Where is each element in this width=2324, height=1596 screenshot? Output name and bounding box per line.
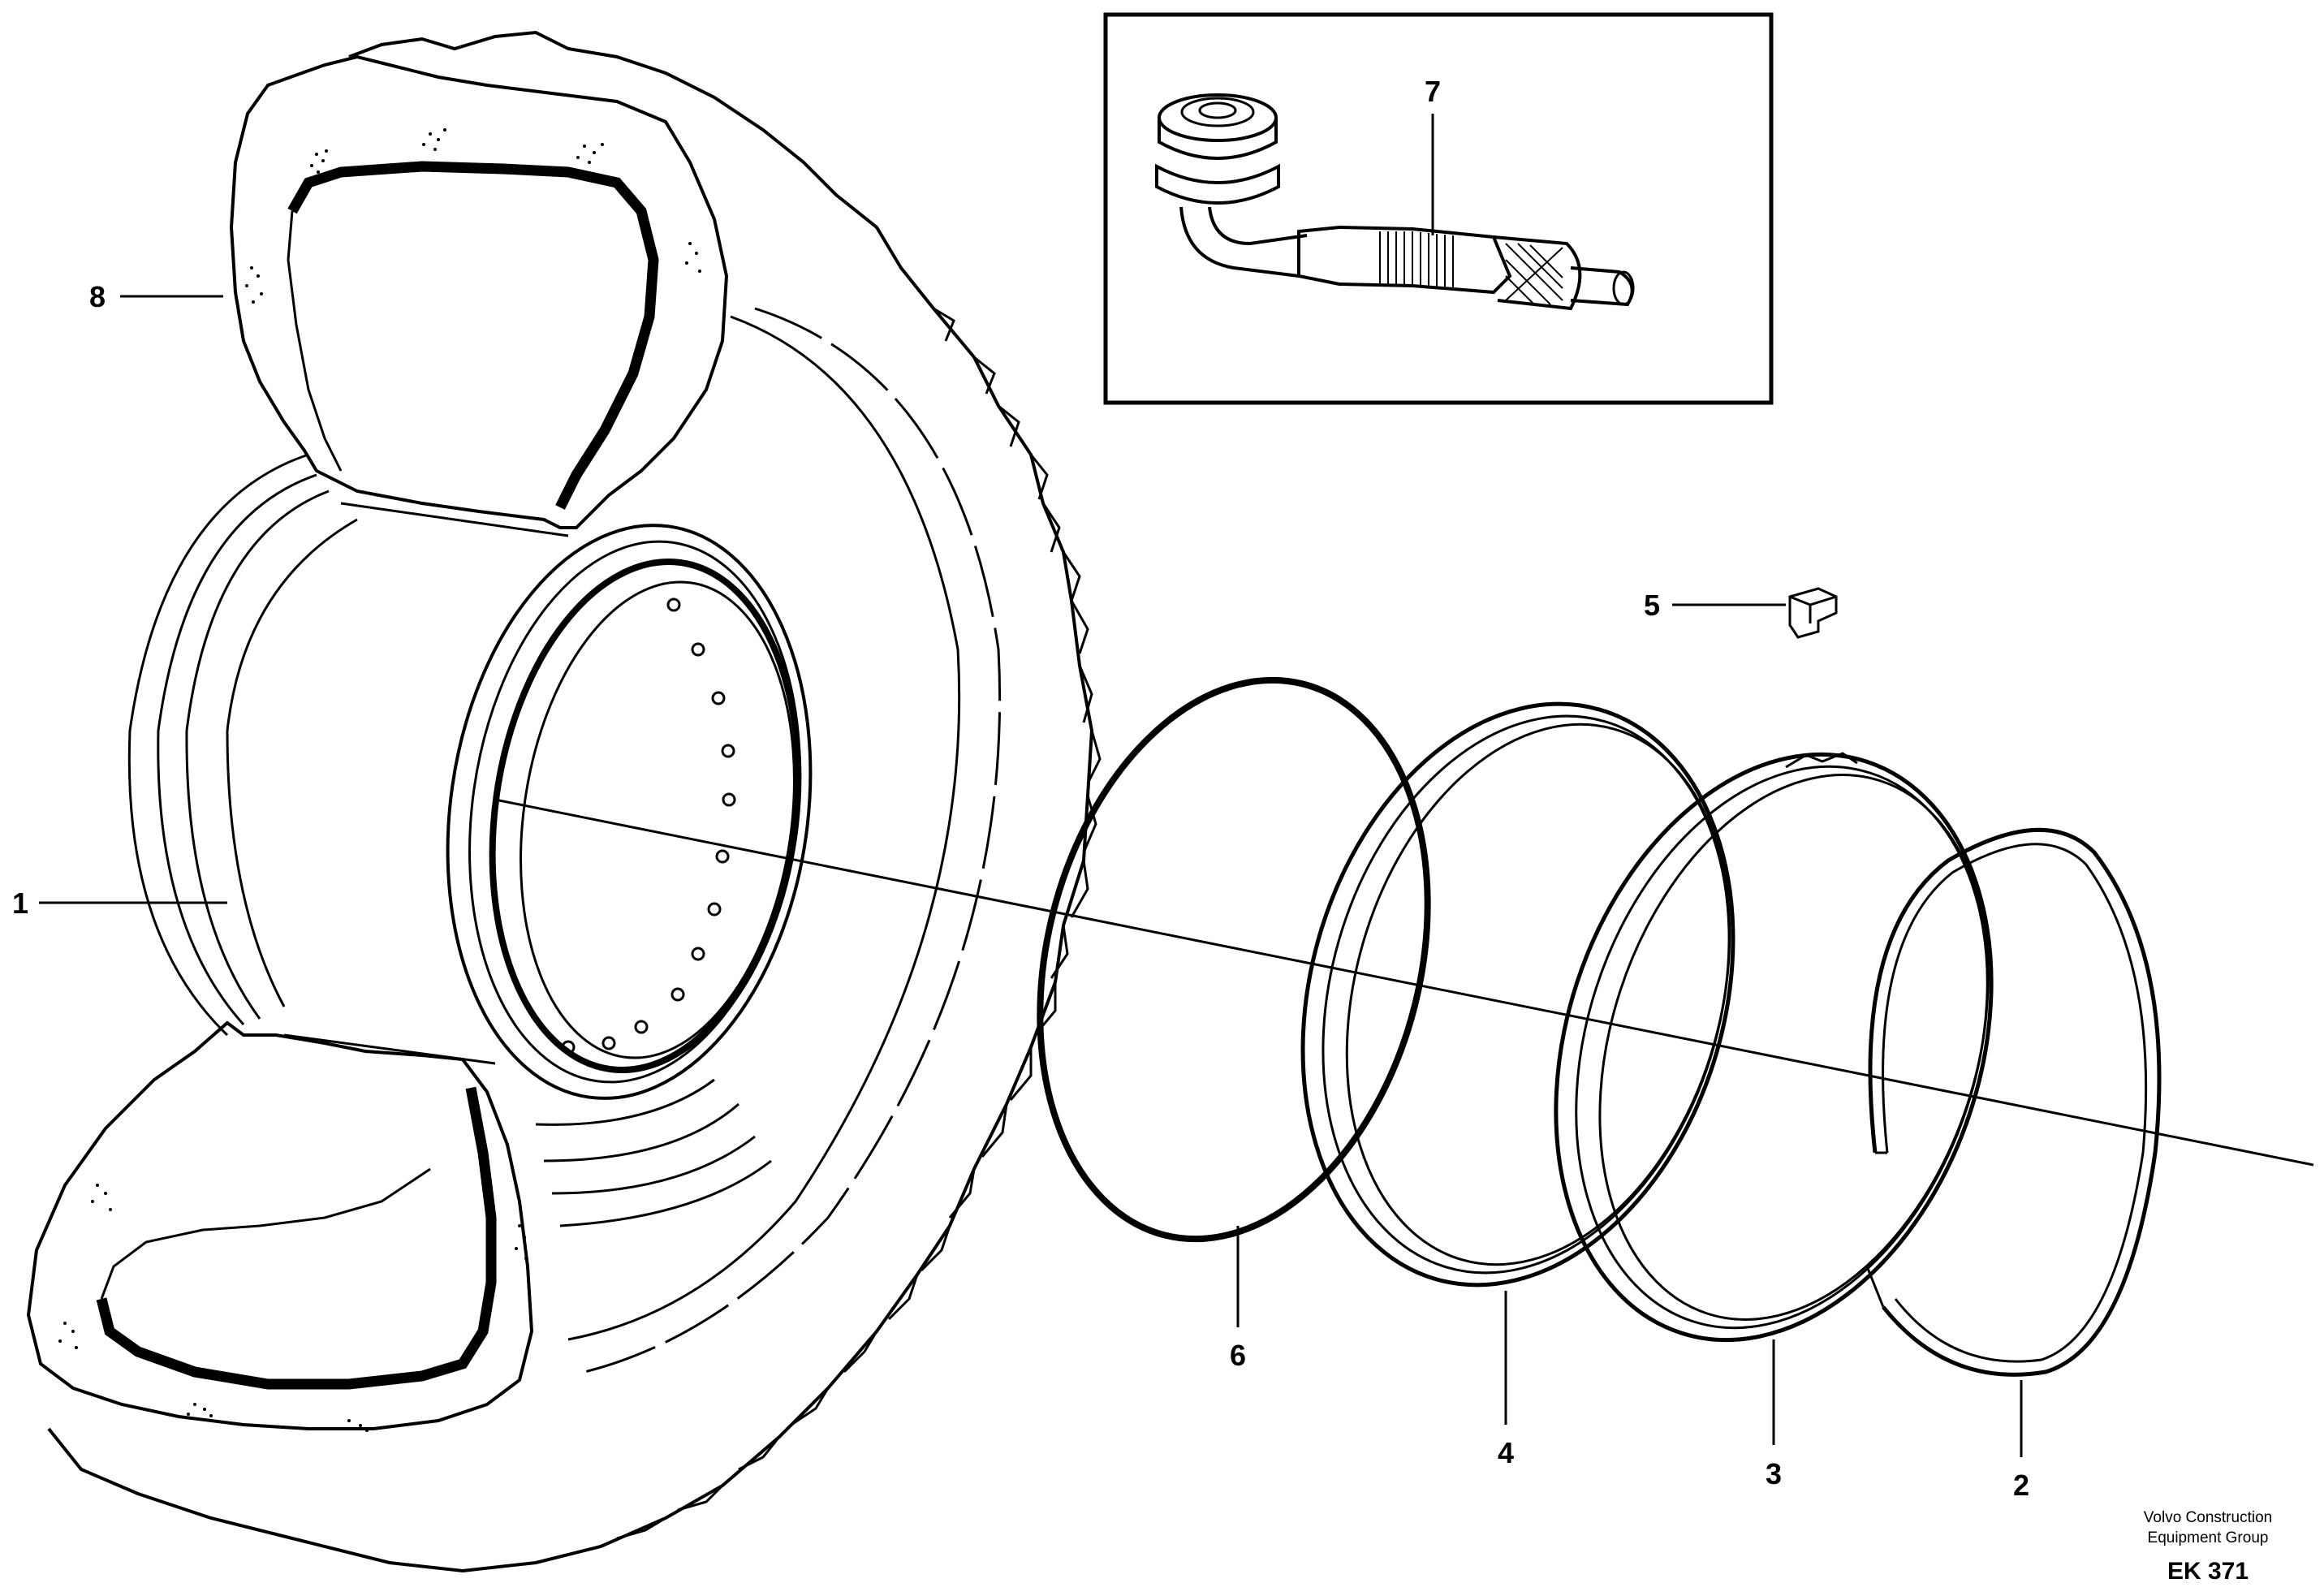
rim-outer-flange <box>127 453 309 1037</box>
o-ring-part-6 <box>1037 676 1431 1243</box>
callout-2: 2 <box>2013 1469 2029 1502</box>
tire-lower-inner <box>100 1167 431 1300</box>
drawing-code: EK 371 <box>2167 1558 2249 1585</box>
callout-5: 5 <box>1644 589 1660 622</box>
rim-front-ring-3 <box>489 559 802 1073</box>
tire-lower-bead <box>96 1086 497 1390</box>
assembly-axis-line <box>494 798 2314 1167</box>
valve-part-7 <box>1155 93 1635 311</box>
rim-disc <box>520 580 796 1059</box>
rim-body-inner <box>226 518 358 1007</box>
callout-6: 6 <box>1230 1339 1246 1372</box>
tire-tread-lugs <box>616 307 1102 1540</box>
rim-front-outer <box>446 524 813 1100</box>
callout-1: 1 <box>12 886 28 920</box>
credit-line-2: Equipment Group <box>2148 1529 2269 1546</box>
tire-upper-inner <box>287 210 343 472</box>
rim-body-top <box>340 502 569 537</box>
tire-drawing <box>26 30 1102 1573</box>
credit-line-1: Volvo Construction <box>2144 1509 2272 1526</box>
rim-flange-3 <box>185 490 330 1020</box>
tire-sidewall-ring-3 <box>535 1078 772 1227</box>
tire-upper-bead <box>287 161 659 510</box>
rim-body-bottom <box>283 1033 496 1065</box>
rim-drawing <box>127 453 813 1100</box>
block-part-5 <box>1788 587 1838 639</box>
lock-ring-part-2 <box>1865 827 2162 1377</box>
callout-3: 3 <box>1766 1457 1782 1490</box>
leader-lines <box>39 114 2023 1457</box>
callout-7: 7 <box>1425 75 1441 108</box>
rim-flange-2 <box>157 473 317 1026</box>
ring-part-3 <box>1554 752 1994 1343</box>
tire-sidewall-ring-1 <box>567 315 961 1341</box>
ring-part-4 <box>1300 701 1735 1288</box>
tire-sidewall-ring-2 <box>584 307 1002 1374</box>
callout-4: 4 <box>1498 1436 1514 1469</box>
callout-8: 8 <box>89 280 106 313</box>
tire-upper-section <box>229 54 729 529</box>
tire-lower-section <box>26 1020 534 1430</box>
tire-stipple-texture <box>58 128 701 1432</box>
inset-frame <box>1103 12 1774 405</box>
rim-bolt-holes <box>561 597 736 1055</box>
